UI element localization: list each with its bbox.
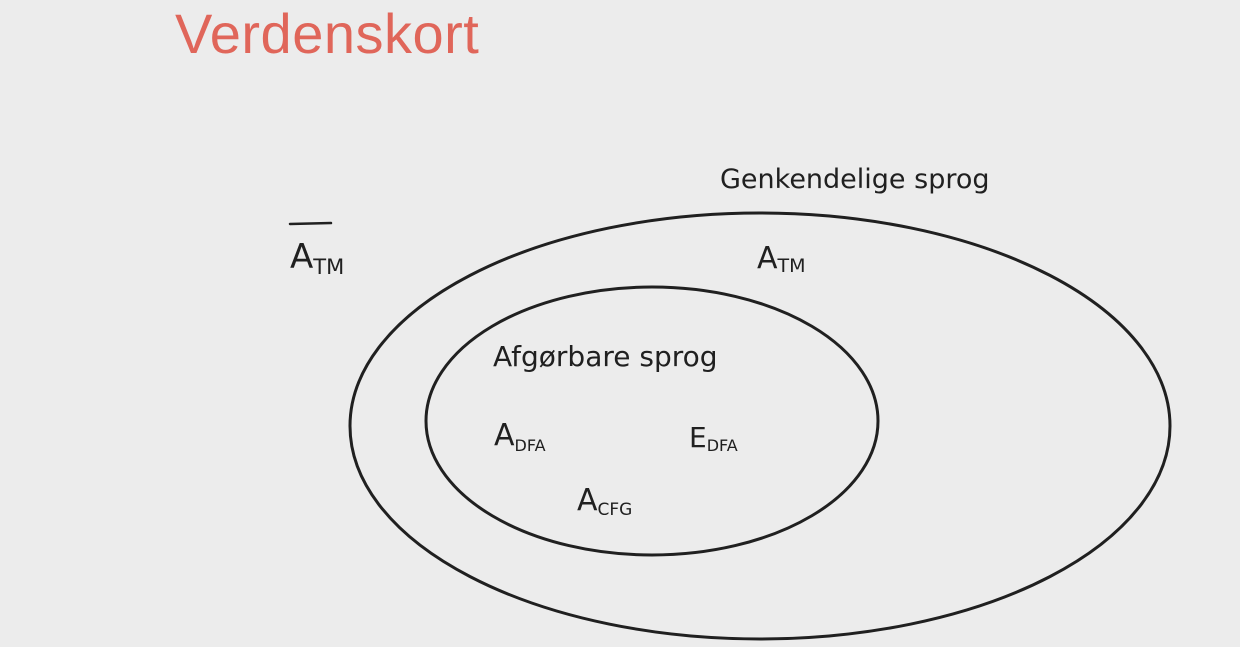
a-dfa-sub: DFA <box>515 436 546 455</box>
complement-a-tm-base: A <box>290 237 313 277</box>
e-dfa-sub: DFA <box>707 436 738 455</box>
e-dfa-base: E <box>689 421 707 454</box>
a-dfa-label: ADFA <box>494 418 546 455</box>
a-tm-sub: TM <box>777 255 806 277</box>
recognizable-languages-label: Genkendelige sprog <box>720 164 990 195</box>
decidable-languages-set <box>424 285 880 557</box>
complement-overline <box>288 221 333 226</box>
complement-a-tm-sub: TM <box>312 255 344 279</box>
complement-a-tm-label: ATM <box>290 237 344 279</box>
slide-title: Verdenskort <box>175 2 480 65</box>
decidable-languages-label: Afgørbare sprog <box>493 340 718 373</box>
a-tm-base: A <box>757 241 778 276</box>
a-dfa-base: A <box>494 418 515 453</box>
a-cfg-sub: CFG <box>598 500 633 520</box>
a-tm-label: ATM <box>757 241 806 277</box>
e-dfa-label: EDFA <box>689 421 738 455</box>
recognizable-languages-set <box>348 211 1172 641</box>
a-cfg-base: A <box>577 483 598 518</box>
a-cfg-label: ACFG <box>577 483 632 520</box>
